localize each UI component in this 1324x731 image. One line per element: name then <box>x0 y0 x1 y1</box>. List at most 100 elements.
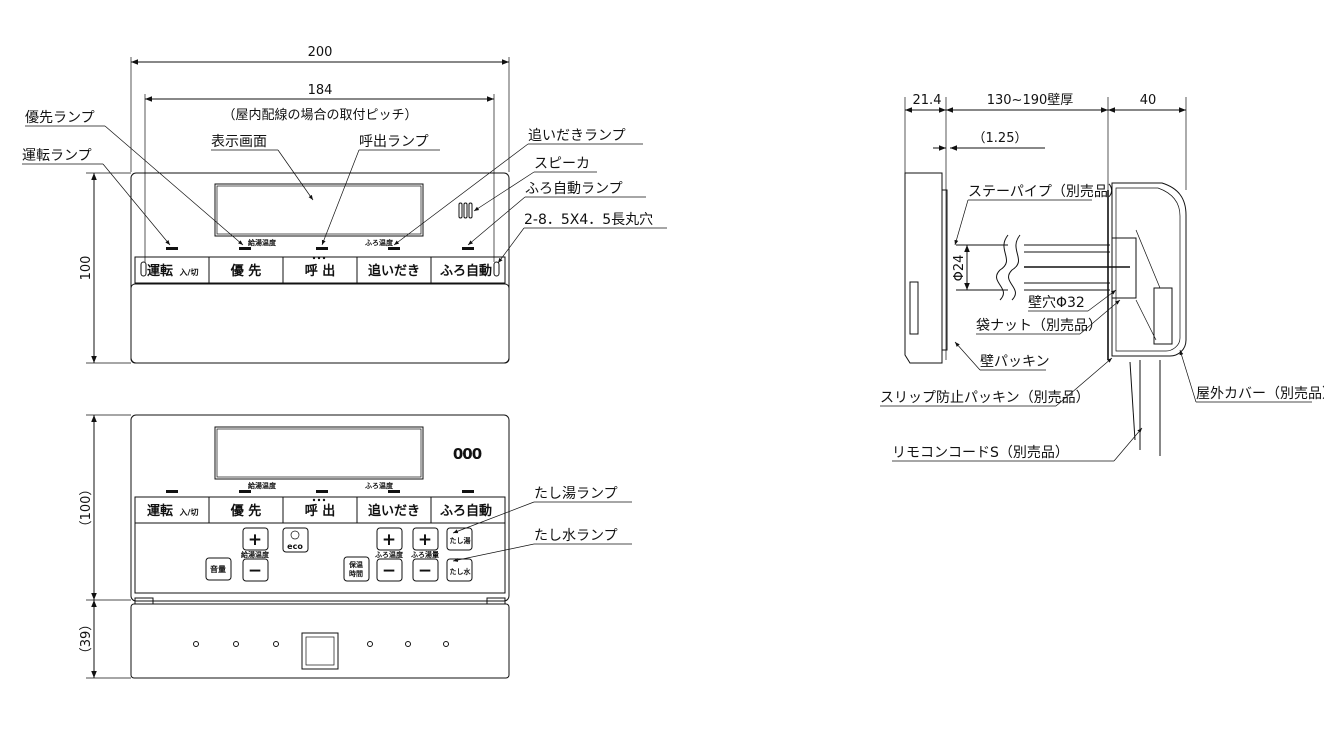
leaf-icon <box>290 530 300 540</box>
kyuto-label: 給湯温度 <box>241 550 270 559</box>
furo-level-plus-button[interactable]: + <box>412 527 439 551</box>
mount-hole-right <box>493 261 500 277</box>
display-label-kyuto-open: 給湯温度 <box>248 481 277 490</box>
display-label-furo-open: ふろ温度 <box>365 481 394 490</box>
furo-temp-plus-button[interactable]: + <box>376 527 403 551</box>
furo-level-minus-button[interactable]: − <box>412 558 439 582</box>
side-latch <box>909 281 919 335</box>
outdoor-cover <box>1111 182 1187 357</box>
display-window-open <box>214 426 424 480</box>
eco-button[interactable]: eco <box>282 527 309 553</box>
label-display: 表示画面 <box>211 134 267 150</box>
mount-hole-left <box>140 261 147 277</box>
lid-holes <box>193 641 449 647</box>
furo-temp-minus-button[interactable]: − <box>376 558 403 582</box>
run-button-open-sub: 入/切 <box>179 507 199 517</box>
front-view: 200 184 （屋内配線の場合の取付ピッチ） 100 給湯温度 <box>22 45 667 364</box>
callouts-open: たし湯ランプ たし水ランプ <box>452 485 632 562</box>
run-button-sub: 入/切 <box>179 267 199 277</box>
remote-body-open <box>130 414 510 602</box>
furo-temp-label: ふろ温度 <box>375 550 404 559</box>
auto-lamp <box>462 247 474 250</box>
label-outdoor-cover: 屋外カバー（別売品） <box>1196 386 1324 402</box>
reheat-button[interactable]: 追いだき <box>368 263 420 279</box>
label-tashimizu-lamp: たし水ランプ <box>534 528 618 544</box>
dim-height: 100 <box>79 172 131 364</box>
tashiyu-label: たし湯 <box>450 536 471 545</box>
lid-latch <box>301 632 339 670</box>
lid-open <box>130 603 510 679</box>
wall-packing-inner <box>941 189 948 351</box>
stay-pipe: Φ24 <box>952 234 1130 301</box>
display-label-kyuto: 給湯温度 <box>248 238 277 247</box>
label-tashiyu-lamp: たし湯ランプ <box>534 485 618 502</box>
call-button-open[interactable]: 呼 出 <box>305 503 336 519</box>
hoon-button[interactable]: 保温 時間 <box>343 556 370 582</box>
lamps-open <box>166 490 474 502</box>
volume-button[interactable]: 音量 <box>205 557 232 581</box>
furo-level-minus-label: − <box>418 561 432 581</box>
dim-pipe: Φ24 <box>952 255 967 282</box>
cord-connector <box>1153 287 1173 345</box>
dim-gap: （1.25） <box>973 131 1028 146</box>
furo-temp-minus-label: − <box>382 561 396 581</box>
dim-width: 200 <box>130 45 510 172</box>
dim-pitch-note: （屋内配線の場合の取付ピッチ） <box>222 107 417 123</box>
button-row-front: 運転 入/切 優 先 呼 出 追いだき ふろ自動 <box>134 256 506 284</box>
priority-button[interactable]: 優 先 <box>230 263 262 279</box>
kyuto-minus-label: − <box>248 561 262 581</box>
run-button-label: 運転 <box>147 263 173 279</box>
furo-level-plus-label: + <box>418 530 432 550</box>
run-button-open-label: 運転 <box>147 503 173 519</box>
dim-back-depth: 40 <box>1140 93 1157 108</box>
reheat-lamp <box>388 247 400 250</box>
furo-temp-plus-label: + <box>382 530 396 550</box>
auto-button[interactable]: ふろ自動 <box>440 263 492 279</box>
kyuto-minus-button[interactable]: − <box>242 558 269 582</box>
label-hole: 2-8．5X4．5長丸穴 <box>524 212 653 228</box>
display-window <box>214 183 424 237</box>
inner-panel <box>134 522 506 594</box>
speaker-grille-open: 000 <box>453 445 482 463</box>
label-auto-lamp: ふろ自動ランプ <box>525 181 623 197</box>
label-priority-lamp: 優先ランプ <box>25 110 95 126</box>
dim-front-depth: 21.4 <box>913 93 942 108</box>
side-view: 21.4 130~190壁厚 40 （1.25） Φ24 <box>880 93 1324 462</box>
dim-pitch: 184 （屋内配線の場合の取付ピッチ） <box>144 83 495 262</box>
display-label-furo: ふろ温度 <box>365 238 394 247</box>
dim-pitch-value: 184 <box>308 83 333 98</box>
label-cord: リモコンコードS（別売品） <box>892 445 1069 461</box>
label-wall-hole: 壁穴Φ32 <box>1028 295 1085 311</box>
label-call-lamp: 呼出ランプ <box>359 134 429 150</box>
label-slip-packing: スリップ防止パッキン（別売品） <box>880 390 1090 406</box>
tashiyu-button[interactable]: たし湯 <box>446 527 473 551</box>
speaker-grille <box>458 202 473 219</box>
run-button[interactable]: 運転 入/切 <box>147 263 198 279</box>
dim-height-value: 100 <box>79 256 94 281</box>
kyuto-plus-button[interactable]: + <box>242 527 269 551</box>
kyuto-plus-label: + <box>248 530 262 550</box>
label-wall-packing: 壁パッキン <box>980 354 1050 370</box>
dim-open-height-value: （100） <box>79 483 94 534</box>
side-dims: 21.4 130~190壁厚 40 （1.25） <box>904 93 1187 360</box>
volume-label: 音量 <box>210 564 226 574</box>
run-button-open[interactable]: 運転 入/切 <box>147 503 198 519</box>
hoon-label-2: 時間 <box>349 569 363 578</box>
remote-body-side <box>904 172 943 364</box>
run-lamp <box>166 247 178 250</box>
open-view: （100） （39） 000 給湯温度 ふろ温度 <box>79 414 632 679</box>
reheat-button-open[interactable]: 追いだき <box>368 503 420 519</box>
dim-lid: （39） <box>79 600 131 679</box>
call-lamp <box>316 247 328 250</box>
auto-button-open[interactable]: ふろ自動 <box>440 503 492 519</box>
priority-lamp <box>239 247 251 250</box>
dim-width-value: 200 <box>308 45 333 60</box>
tashimizu-button[interactable]: たし水 <box>446 558 473 582</box>
callouts-front: 優先ランプ 運転ランプ 表示画面 呼出ランプ 追いだきランプ スピーカ ふろ自動… <box>22 110 667 264</box>
bag-nut <box>1111 237 1137 299</box>
label-stay-pipe: ステーパイプ（別売品） <box>968 184 1122 200</box>
call-button[interactable]: 呼 出 <box>305 263 336 279</box>
priority-button-open[interactable]: 優 先 <box>230 503 262 519</box>
hoon-label-1: 保温 <box>348 560 363 569</box>
